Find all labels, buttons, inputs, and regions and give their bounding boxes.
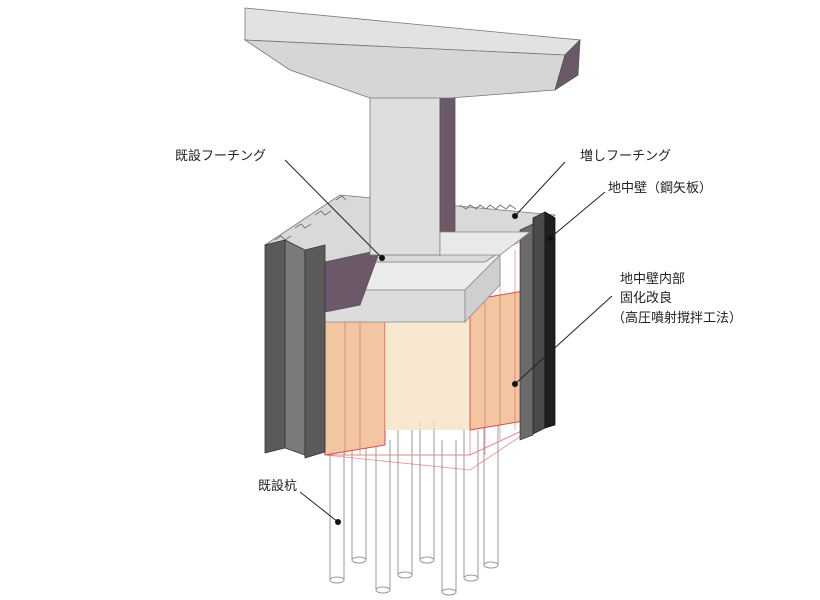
leader-ground-improvement: [512, 295, 613, 387]
leader-existing-piles: [299, 491, 341, 525]
leader-dot: [512, 381, 518, 387]
sheet-pile-wall-left: [264, 239, 326, 459]
pile: [397, 430, 413, 579]
leader-dot: [547, 235, 553, 241]
pile: [375, 440, 391, 594]
label-diaphragm-wall: 地中壁（鋼矢板）: [608, 181, 712, 196]
pile: [483, 420, 499, 569]
pier-column: [369, 89, 532, 256]
label-existing-piles: 既設杭: [258, 478, 297, 494]
pile: [419, 420, 435, 564]
pile: [441, 440, 457, 596]
label-ground-improvement-3: （高圧噴射撹拌工法）: [612, 310, 742, 326]
label-added-footing: 増しフーチング: [580, 149, 671, 164]
label-ground-improvement-2: 固化改良: [620, 290, 672, 306]
leader-existing-footing: [284, 159, 385, 261]
leader-dot: [512, 213, 518, 219]
leader-dot: [379, 255, 385, 261]
sheet-pile-wall-right: [519, 211, 556, 441]
ground-improvement-block: [324, 231, 546, 471]
existing-piles: [329, 420, 499, 596]
label-ground-improvement-1: 地中壁内部: [620, 271, 685, 287]
leader-added-footing: [512, 161, 566, 219]
pier-cap: [243, 7, 581, 99]
leader-diaphragm-wall: [547, 191, 606, 241]
label-existing-footing: 既設フーチング: [175, 148, 266, 164]
leader-dot: [335, 519, 341, 525]
